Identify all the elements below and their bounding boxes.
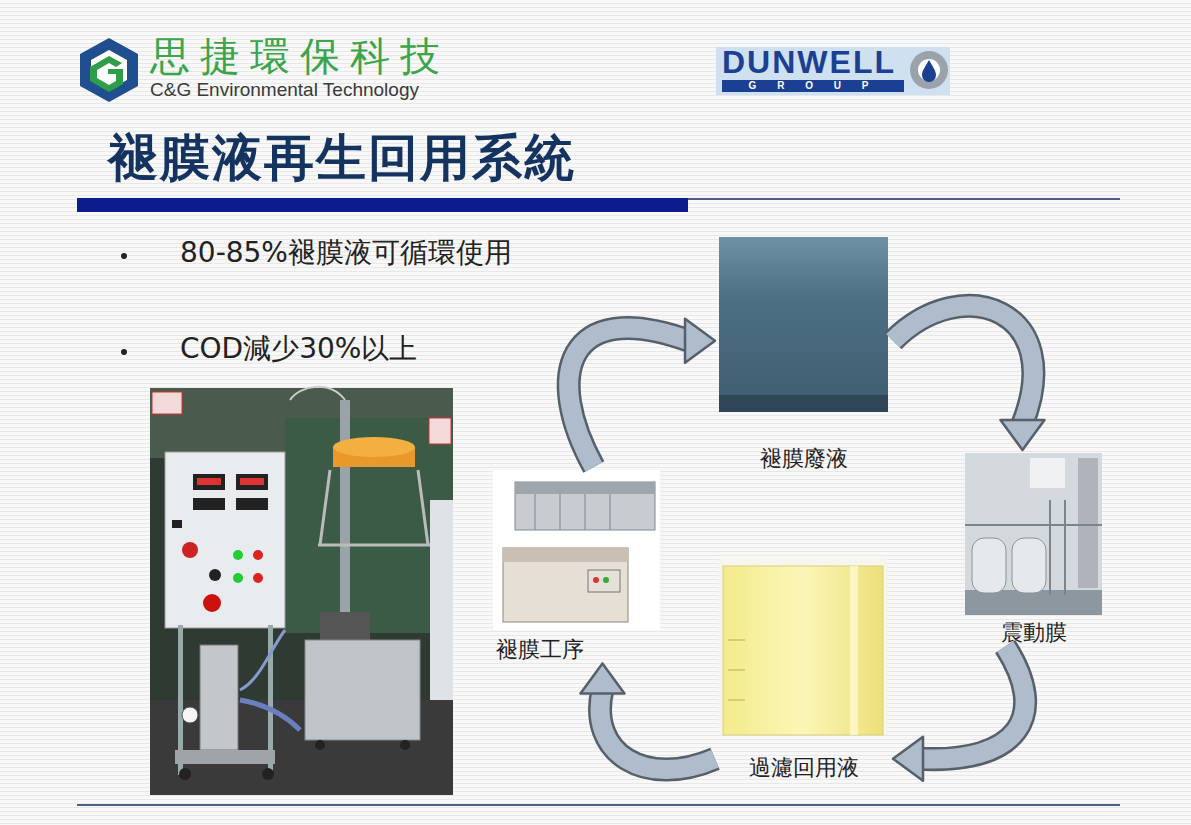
step-caption: 褪膜工序: [490, 637, 663, 663]
photo-area: [715, 233, 893, 446]
arrow-head: [685, 319, 715, 363]
cycle-arrow: [893, 306, 1044, 450]
arrow-outline: [893, 306, 1033, 424]
process-step: 過濾回用液: [715, 555, 893, 781]
arrow-head: [580, 663, 624, 693]
cycle-arrow: [893, 646, 1025, 780]
arrow-body: [893, 306, 1033, 424]
waste-liquid-photo: [719, 237, 888, 412]
equipment-photo: [150, 387, 453, 795]
bullet-dot: [121, 253, 127, 259]
company-name-cn: 思捷環保科技: [150, 34, 450, 78]
cycle-arrow: [580, 663, 715, 769]
step-caption: 褪膜廢液: [715, 446, 893, 472]
filtered-liquid-photo: [719, 558, 887, 735]
title-bar: [77, 198, 688, 212]
step-caption: 過濾回用液: [715, 755, 893, 781]
process-step: 褪膜工序: [490, 467, 663, 663]
brand-group: G R O U P: [722, 80, 904, 92]
dunwell-logo: [716, 47, 950, 95]
footer-rule: [77, 804, 1120, 806]
arrow-head: [893, 737, 923, 781]
step-caption: 震動膜: [962, 620, 1106, 646]
stripping-line-photo: [493, 470, 660, 630]
arrow-body: [600, 689, 715, 769]
company-name-en: C&G Environmental Technology: [150, 80, 419, 101]
arrow-outline: [919, 646, 1025, 759]
company-logo: [80, 38, 138, 102]
arrow-body: [919, 646, 1025, 759]
title-rule: [688, 198, 1120, 200]
slide-title: 褪膜液再生回用系統: [108, 128, 576, 188]
bullet-dot: [121, 349, 127, 355]
photo-area: [962, 450, 1106, 620]
photo-area: [490, 467, 663, 637]
arrow-outline: [600, 689, 715, 769]
arrow-head: [1000, 420, 1044, 450]
arrow-body: [569, 328, 689, 467]
process-step: 震動膜: [962, 450, 1106, 646]
cycle-arrow: [569, 319, 715, 467]
bullet-text: COD減少30%以上: [180, 332, 417, 366]
membrane-plant-photo: [965, 453, 1102, 615]
bullet-text: 80-85%褪膜液可循環使用: [180, 236, 512, 270]
arrow-outline: [569, 328, 689, 467]
process-step: 褪膜廢液: [715, 233, 893, 472]
brand-name: DUNWELL: [722, 46, 896, 80]
photo-area: [715, 555, 893, 755]
